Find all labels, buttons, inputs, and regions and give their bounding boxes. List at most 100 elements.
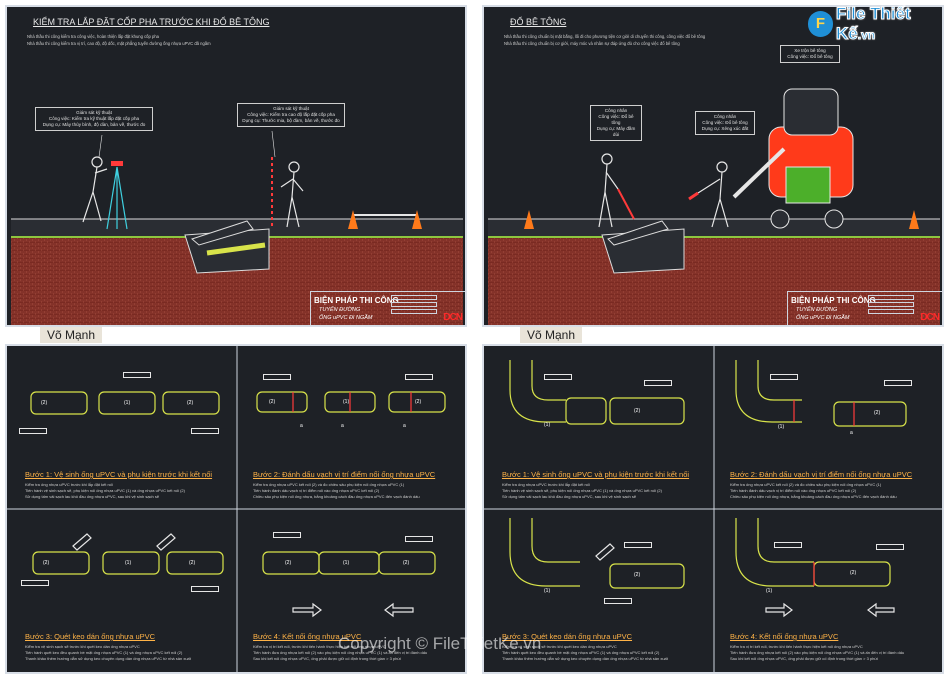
soil-hatch: [488, 237, 940, 325]
step-3-title: Bước 3: Quét keo dán ống nhựa uPVC: [502, 632, 633, 641]
step-note: Tiến hành quét keo đều quanh bề mặt ống …: [502, 650, 660, 655]
dcn-logo: DCN: [920, 312, 940, 323]
step2-marks: [793, 400, 855, 426]
callout-line: Công việc: Kiểm tra kỹ thuật lắp đặt cốp…: [48, 116, 140, 121]
pipe-label: (2): [634, 408, 641, 414]
glue-brush-icons: [595, 543, 615, 561]
inspector-figure: [271, 157, 304, 229]
label-box: [405, 374, 433, 380]
brand-name: File Thiết Kế.vn: [836, 4, 950, 44]
title-block: BIỆN PHÁP THI CÔNG TUYẾN ĐƯỜNG ỐNG uPVC …: [787, 291, 942, 325]
upvc-pipe: [206, 242, 266, 256]
pipe-label: (2): [634, 572, 641, 578]
label-box: [19, 428, 47, 434]
pipe-label: (2): [415, 399, 422, 405]
fitting-label: (1): [343, 399, 350, 405]
label-box: [544, 374, 572, 380]
step-note: Tiến hành đánh dấu vạch vị trí điểm nối …: [253, 488, 380, 493]
brand-name-text: File Thiết Kế: [836, 4, 912, 44]
step-note: Thanh khảo thêm hướng dẫn sử dụng keo ch…: [25, 656, 191, 661]
fitting-label: (1): [544, 422, 551, 428]
step1-elbow-pipes: [509, 360, 685, 425]
step4-elbow-pipes: [735, 518, 891, 587]
note-line: Nhà thầu thi công kiểm tra công việc, ho…: [27, 34, 159, 39]
callout-worker-shovel: Công nhân Công việc: Đổ bê tông Dụng cụ:…: [695, 111, 755, 135]
fitting-label: (1): [778, 424, 785, 430]
step-4-title: Bước 4: Kết nối ống nhựa uPVC: [730, 632, 839, 641]
step-note: Thanh khảo thêm hướng dẫn sử dụng keo ch…: [502, 656, 668, 661]
dimension-label: a: [341, 423, 344, 429]
label-box: [876, 544, 904, 550]
worker-vibrator-figure: [598, 153, 635, 228]
label-box: [624, 542, 652, 548]
callout-line: Công việc: Đổ bê tông: [702, 120, 748, 125]
title-block-main: BIỆN PHÁP THI CÔNG: [314, 296, 399, 305]
step-note: Kiểm tra ống nhựa uPVC trước khi lắp đặt…: [502, 482, 590, 487]
note-line: Nhà thầu thi công chuẩn bị cơ giới, máy …: [504, 41, 680, 46]
callout-line: Công việc: Đổ bê tông: [598, 114, 634, 125]
pipe-label: (2): [874, 410, 881, 416]
title-block-sub: TUYẾN ĐƯỜNG: [796, 307, 838, 313]
copyright-watermark: Copyright © FileThietKe.vn: [338, 634, 542, 653]
dcn-logo: DCN: [443, 312, 463, 323]
step3-elbow-pipes: [509, 518, 685, 589]
fitting-label: (1): [766, 588, 773, 594]
callout-line: Giám sát kỹ thuật: [76, 110, 112, 115]
label-box: [604, 598, 632, 604]
step-4-title: Bước 4: Kết nối ống nhựa uPVC: [253, 632, 362, 641]
sheet-pipe-joining-elbow: (1) (2) (1) (2) a (1) (2) (1) (2) Bước 1…: [482, 344, 944, 674]
step-note: Sau khi kết nối ống nhựa uPVC, ống phải …: [730, 656, 878, 661]
step-note: Tiến hành quét keo đều quanh bề mặt ống …: [25, 650, 183, 655]
push-arrow-icons: [292, 602, 414, 618]
fitting-label: (1): [343, 560, 350, 566]
sheet-pipe-joining-straight: (2) (1) (2) (2) (1) (2) a a a (2) (1) (2…: [5, 344, 467, 674]
callout-line: Công nhân: [604, 108, 628, 113]
pipe-label: (2): [285, 560, 292, 566]
pipe-label: (2): [850, 570, 857, 576]
sheet-title: KIỂM TRA LẮP ĐẶT CỐP PHA TRƯỚC KHI ĐỔ BÊ…: [33, 17, 270, 27]
filethietke-logo-icon: F: [808, 11, 834, 37]
title-block-sub: TUYẾN ĐƯỜNG: [319, 307, 361, 313]
pipe-label: (2): [41, 400, 48, 406]
filethietke-logo[interactable]: F File Thiết Kế.vn: [808, 4, 950, 44]
title-block-cells: [868, 295, 914, 316]
surveyor-figure: [82, 156, 128, 230]
step2-marks: [292, 392, 412, 412]
label-box: [263, 374, 291, 380]
sheet-formwork-inspection: KIỂM TRA LẮP ĐẶT CỐP PHA TRƯỚC KHI ĐỔ BÊ…: [5, 5, 467, 327]
traffic-barrier: [348, 210, 422, 229]
pipe-label: (2): [43, 560, 50, 566]
step4-pipes: [262, 551, 436, 575]
dimension-label: a: [850, 430, 853, 436]
step-note: Chiều sâu phụ kiện nối ống nhựa, bằng kh…: [253, 494, 420, 499]
fitting-label: (1): [125, 560, 132, 566]
push-arrow-icons: [765, 602, 895, 618]
step-3-title: Bước 3: Quét keo dán ống nhựa uPVC: [25, 632, 156, 641]
step-note: Kiểm tra ống nhựa uPVC kết nối (2) và đo…: [730, 482, 882, 487]
title-block-sub: ỐNG uPVC ĐI NGẦM: [319, 315, 373, 321]
traffic-cone: [909, 210, 919, 229]
site-section-drawing: [11, 130, 463, 325]
step-grid-elbow: [484, 346, 942, 672]
sheet-title: ĐỔ BÊ TÔNG: [510, 17, 567, 27]
callout-inspector: Giám sát kỹ thuật Công việc: Kiểm tra ca…: [237, 103, 345, 127]
pouring-section-drawing: [488, 88, 940, 325]
step-note: Sau khi kết nối ống nhựa uPVC, ống phải …: [253, 656, 401, 661]
step-note: Tiến hành vệ sinh sạch sẽ, phụ kiện nối …: [25, 488, 185, 493]
callout-line: Dụng cụ: Thước mia, bộ đàm, bản vẽ, thướ…: [242, 118, 340, 123]
formwork-board: [190, 220, 254, 246]
dimension-label: a: [300, 423, 303, 429]
title-block-cells: [391, 295, 437, 316]
step-note: Tiến hành vệ sinh sạch sẽ, phụ kiện nối …: [502, 488, 662, 493]
pipe-label: (2): [187, 400, 194, 406]
step-note: Chiều sâu phụ kiện nối ống nhựa, bằng kh…: [730, 494, 897, 499]
step-2-title: Bước 2: Đánh dấu vạch vị trí điểm nối ốn…: [730, 470, 913, 479]
author-watermark: Võ Mạnh: [520, 327, 583, 343]
step-note: Tiến hành đánh dấu vạch vị trí điểm nối …: [730, 488, 857, 493]
step-note: Kiểm tra ống nhựa uPVC trước khi lắp đặt…: [25, 482, 113, 487]
step2-elbow-pipes: [735, 360, 907, 427]
step1-pipes: [30, 391, 220, 415]
fitting-label: (1): [544, 588, 551, 594]
callout-worker-vibrator: Công nhân Công việc: Đổ bê tông Dụng cụ:…: [590, 105, 642, 141]
fitting-label: (1): [124, 400, 131, 406]
